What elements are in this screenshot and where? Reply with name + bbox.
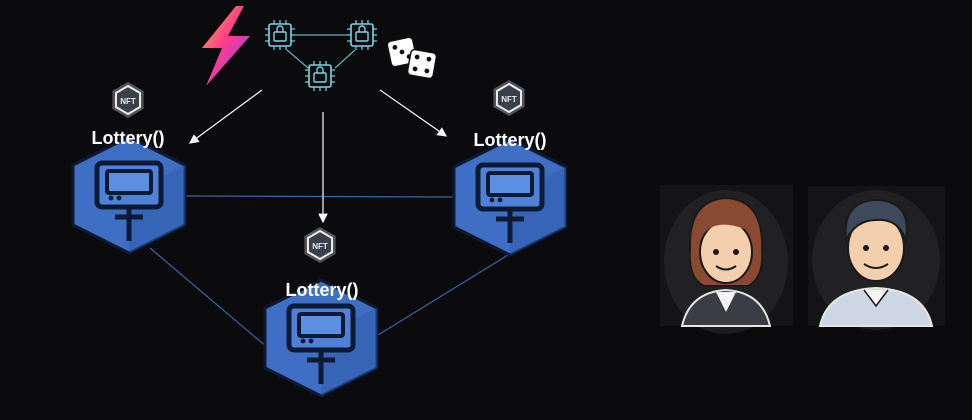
node-label-right: Lottery() (473, 130, 547, 150)
nft-badge-icon (303, 226, 337, 264)
arrow-to-left-node (189, 89, 263, 144)
computer-node-icon (73, 137, 185, 253)
node-label-bottom: Lottery() (285, 280, 359, 300)
dice-icon (386, 36, 438, 80)
edge-left-bottom (149, 247, 269, 349)
secure-chip-icon (346, 19, 378, 51)
nft-badge-icon (492, 79, 526, 117)
woman-avatar (660, 185, 793, 334)
secure-chip-icon (264, 19, 296, 51)
man-avatar (808, 186, 945, 330)
node-label-left: Lottery() (91, 128, 165, 148)
edge-right-bottom (377, 254, 509, 336)
nft-badge-icon (111, 81, 145, 119)
secure-chip-network (286, 34, 356, 69)
lightning-bolt-icon (202, 6, 250, 86)
secure-chip-icon (304, 60, 336, 92)
computer-node-icon (454, 139, 566, 255)
arrow-to-right-node (379, 89, 447, 137)
edge-left-right (184, 195, 459, 198)
